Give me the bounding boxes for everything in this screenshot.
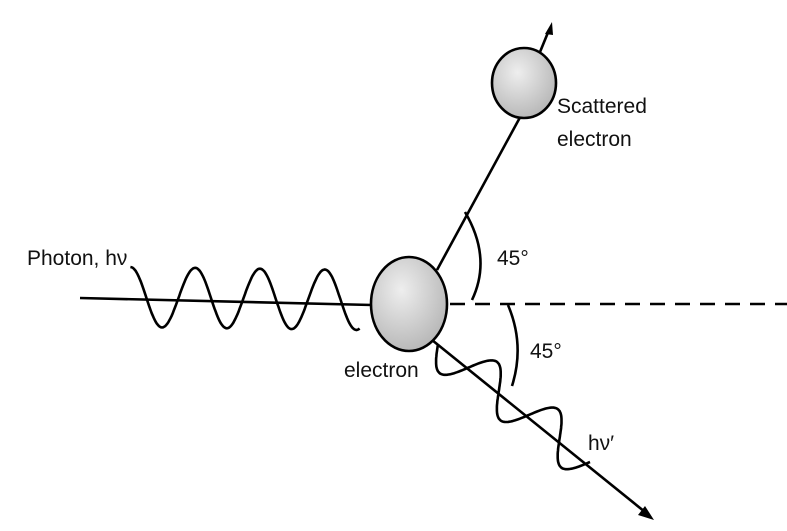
- electron-label: electron: [344, 359, 419, 382]
- scattered-electron-arrowhead: [545, 22, 553, 35]
- angle-label-lower: 45°: [530, 340, 562, 363]
- scattered-electron-path: [435, 109, 526, 271]
- photon-label: Photon, hν: [27, 247, 127, 270]
- scattered-photon-arrowhead: [638, 506, 654, 520]
- scattered-photon-label: hν′: [588, 432, 614, 455]
- incident-photon-wave: [130, 265, 361, 332]
- scattered-electron: [490, 46, 558, 120]
- scattered-electron-label-line1: Scattered: [557, 95, 647, 118]
- incident-electron: [369, 255, 449, 353]
- scattered-electron-label-line2: electron: [557, 128, 632, 151]
- angle-arc-upper: [463, 211, 482, 301]
- incident-axis-line: [79, 296, 373, 307]
- angle-arc-lower: [506, 304, 519, 387]
- scattered-photon-wave: [434, 343, 591, 471]
- angle-label-upper: 45°: [497, 247, 529, 270]
- scattered-photon-path: [431, 338, 646, 514]
